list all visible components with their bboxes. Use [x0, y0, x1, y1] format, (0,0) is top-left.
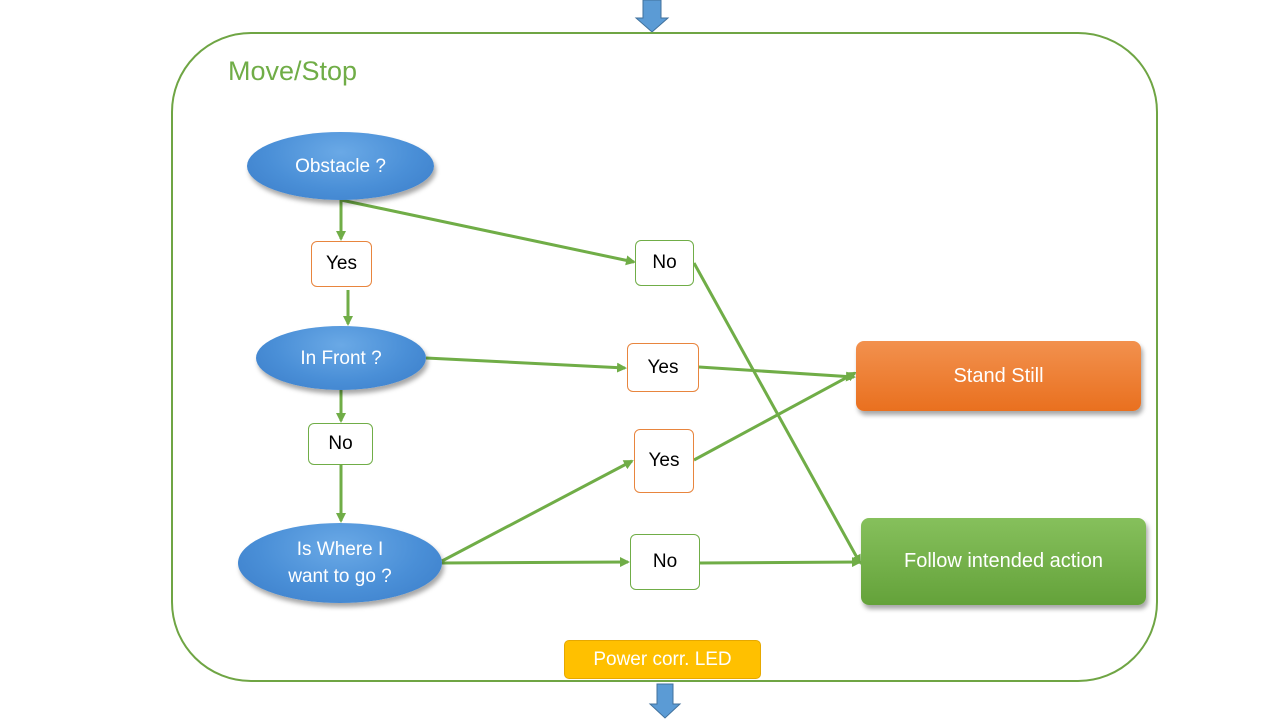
connector-is-where-to-yes	[441, 459, 634, 563]
power-corr-led-label: Power corr. LED	[593, 648, 732, 670]
container-title: Move/Stop	[228, 56, 358, 86]
label-obstacle-yes: Yes	[311, 241, 372, 287]
label-is-where-no: No	[630, 534, 700, 590]
decision-is-where-line1: Is Where I	[296, 539, 384, 560]
connector-is-where-to-no	[441, 557, 630, 568]
label-in-front-yes: Yes	[627, 343, 699, 392]
outcome-stand-still: Stand Still	[856, 341, 1141, 411]
outcome-follow-action: Follow intended action	[861, 518, 1146, 605]
connector-in-front-to-yes	[425, 356, 627, 373]
decision-is-where: Is Where I want to go ?	[238, 523, 442, 603]
outcome-stand-still-label: Stand Still	[953, 364, 1044, 387]
decision-obstacle-label: Obstacle ?	[295, 155, 386, 177]
outcome-follow-action-label: Follow intended action	[903, 550, 1103, 572]
connector-yes2-to-stand-still	[693, 371, 857, 462]
decision-is-where-line2: want to go ?	[288, 566, 392, 587]
connector-yes-to-stand-still	[698, 365, 856, 382]
move-stop-container	[171, 32, 1158, 682]
label-is-where-yes: Yes	[634, 429, 694, 493]
connector-no-to-follow-action	[699, 557, 862, 568]
decision-in-front: In Front ?	[256, 326, 426, 390]
incoming-flow-arrow	[634, 0, 670, 33]
label-in-front-no: No	[308, 423, 373, 465]
label-obstacle-no: No	[635, 240, 694, 286]
decision-in-front-label: In Front ?	[300, 347, 382, 369]
decision-obstacle: Obstacle ?	[247, 132, 434, 200]
outgoing-flow-arrow	[648, 683, 682, 719]
connector-obstacle-to-no	[340, 198, 636, 266]
connector-no-top-to-follow-action	[692, 262, 862, 565]
power-corr-led-box: Power corr. LED	[564, 640, 761, 679]
